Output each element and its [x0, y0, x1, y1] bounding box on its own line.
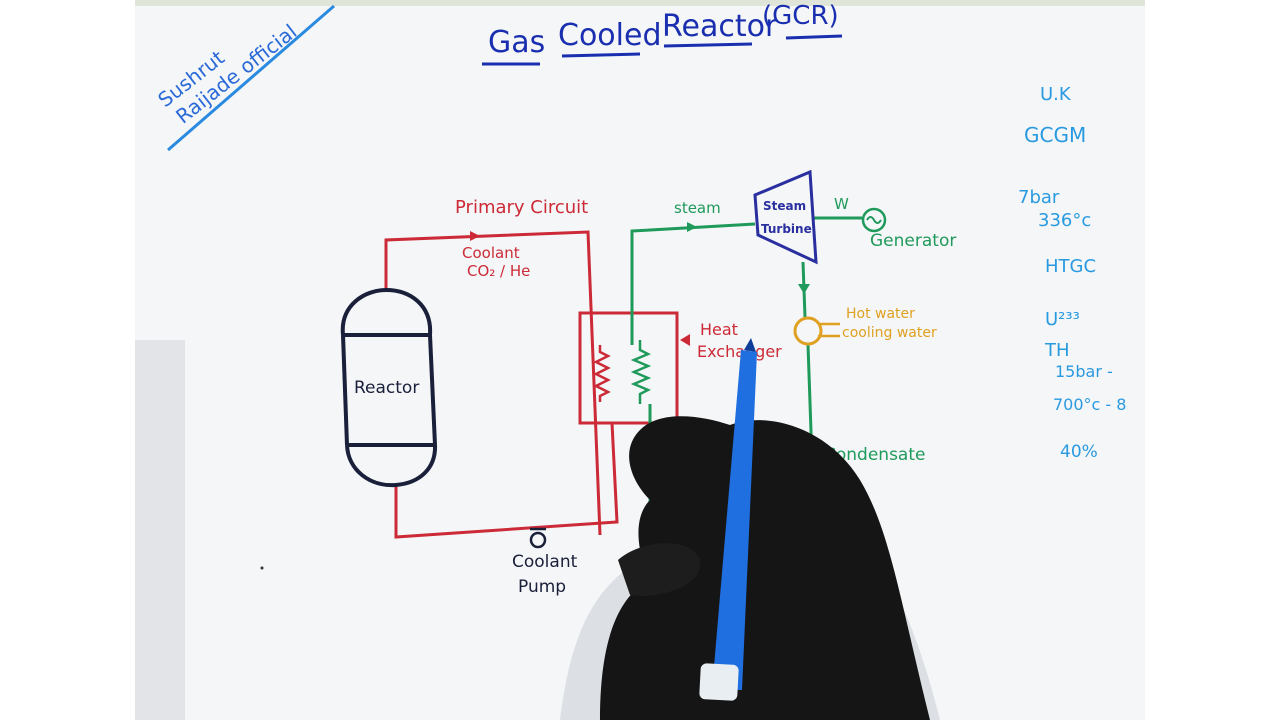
steam-flow-arrow: [687, 222, 697, 232]
note-th: TH: [1044, 340, 1070, 361]
note-temp-2: 700°c - 8: [1053, 395, 1126, 414]
reactor-label: Reactor: [354, 378, 419, 398]
reactor-right-wall: [428, 334, 437, 446]
primary-coil-icon: [593, 345, 611, 402]
note-pressure-2: 15bar -: [1055, 362, 1113, 381]
hand-silhouette: [600, 416, 930, 720]
steam-line: [630, 222, 756, 345]
hx-pointer-arrow: [680, 334, 690, 346]
primary-circuit: [384, 230, 619, 539]
note-temp: 336°c: [1038, 210, 1091, 231]
steam-label: steam: [674, 199, 721, 217]
marker-pen: [712, 350, 757, 690]
paper-dot: [260, 566, 264, 570]
marker-tip: [744, 338, 756, 352]
cooling-label-line1: Hot water: [846, 306, 915, 322]
title-underline-reactor: [663, 42, 753, 48]
paper-shadow: [135, 340, 185, 720]
marker-cap: [699, 663, 739, 701]
title-word-cooled: Cooled: [558, 18, 662, 53]
note-gcgm: GCGM: [1024, 123, 1086, 147]
note-u233: U²³³: [1045, 309, 1080, 330]
note-efficiency: 40%: [1060, 442, 1098, 462]
pump-label-line2: Pump: [518, 577, 566, 597]
note-pressure: 7bar: [1018, 187, 1060, 208]
work-label: W: [834, 195, 849, 213]
reactor-bottom-dome: [345, 444, 438, 488]
turbine-label-line1: Steam: [763, 199, 806, 213]
right-letterbox: [1145, 0, 1280, 720]
coolant-pump-icon: [529, 531, 547, 549]
primary-flow-arrow: [470, 231, 480, 241]
title-word-reactor: Reactor: [662, 9, 778, 44]
turbine-label-line2: Turbine: [761, 222, 812, 236]
title-underline-cooled: [561, 52, 641, 58]
cooling-label-line2: cooling water: [842, 325, 937, 341]
note-uk: U.K: [1040, 84, 1072, 105]
hand-with-marker: [560, 338, 940, 720]
reactor-left-wall: [341, 334, 349, 446]
generator-sine-icon: [866, 216, 882, 224]
heat-exchanger-box: [578, 311, 679, 425]
generator-icon: [861, 207, 887, 233]
note-htgc: HTGC: [1045, 256, 1096, 277]
title-word-gas: Gas: [488, 25, 545, 60]
hx-label-line1: Heat: [700, 320, 738, 339]
generator-label: Generator: [870, 231, 956, 251]
title-abbreviation: (GCR): [762, 1, 839, 31]
hx-label-line2: Exchanger: [697, 342, 782, 361]
condensate-label: Condensate: [824, 445, 925, 465]
pump-label-line1: Coolant: [512, 552, 578, 572]
primary-top-pipe: [384, 230, 602, 536]
left-letterbox: [0, 0, 135, 720]
coolant-label: Coolant: [462, 244, 520, 262]
primary-circuit-label: Primary Circuit: [455, 197, 588, 218]
reactor-vessel: [340, 287, 438, 488]
steam-turbine-shape: [753, 169, 818, 265]
condenser-icon: [793, 316, 823, 346]
outlet-flow-arrow: [798, 284, 810, 294]
primary-bottom-pipe: [394, 422, 619, 539]
reactor-top-dome: [340, 287, 433, 336]
secondary-coil-icon: [630, 340, 652, 404]
title-underline-abbr: [785, 34, 843, 40]
top-edge-strip: [135, 0, 1145, 6]
watermark-underline: [167, 4, 335, 152]
thumb: [618, 543, 701, 596]
coolant-gas-label: CO₂ / He: [467, 262, 530, 280]
